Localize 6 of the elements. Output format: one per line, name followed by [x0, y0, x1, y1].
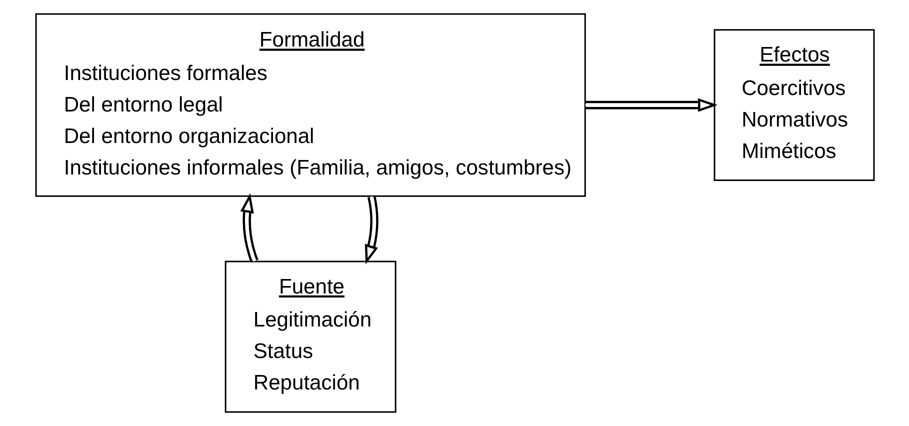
node-box: Efectos Coercitivos Normativos Miméticos — [713, 29, 874, 182]
node-box: Fuente Legitimación Status Reputación — [224, 260, 396, 413]
arrow — [240, 193, 258, 263]
arrow — [364, 196, 378, 264]
arrow — [584, 98, 718, 112]
node-box: Formalidad Instituciones formales Del entorno legal Del entorno organizacional Instituciones informales (Familia, amigos, costumbres) — [34, 13, 586, 197]
